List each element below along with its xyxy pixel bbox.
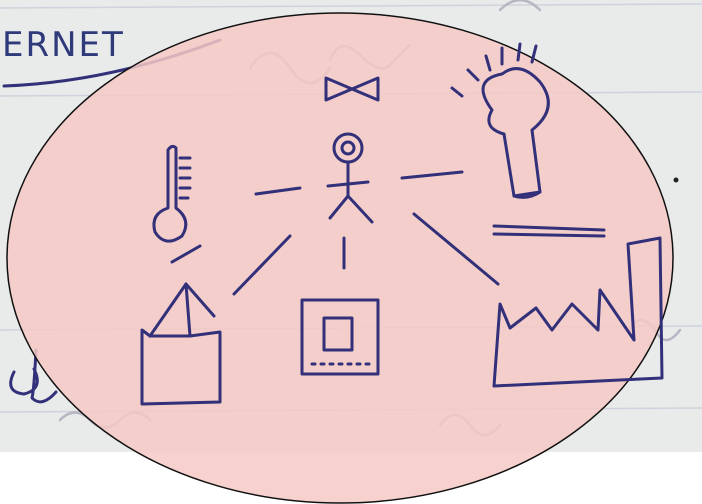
ink-speck <box>674 178 679 183</box>
heading-text: ERNET <box>2 25 125 65</box>
highlight-oval <box>7 13 673 503</box>
